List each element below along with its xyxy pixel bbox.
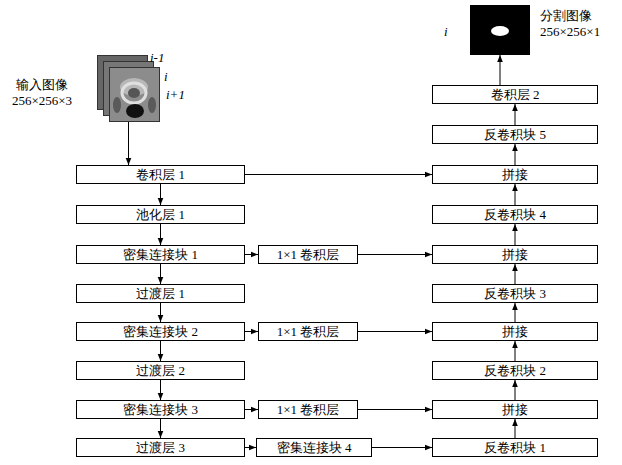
connector-arrow (160, 419, 161, 438)
box-label: 过渡层 3 (136, 440, 185, 456)
connector-arrow (160, 303, 161, 322)
layer-box: 密集连接块 4 (256, 438, 372, 457)
output-image: 分割图像 256×256×1 (470, 5, 530, 55)
connector-arrow (358, 409, 432, 410)
box-label: 过渡层 1 (136, 286, 185, 302)
connector-arrow (245, 331, 258, 332)
connector-arrow (515, 144, 516, 165)
layer-box: 反卷积块 4 (432, 205, 598, 224)
layer-box: 卷积层 2 (432, 85, 598, 104)
box-label: 1×1 卷积层 (277, 324, 340, 340)
layer-box: 拼接 (432, 165, 598, 184)
connector-arrow (160, 224, 161, 245)
connector-arrow (358, 254, 432, 255)
layer-box: 密集连接块 3 (76, 400, 245, 419)
connector-arrow (245, 447, 256, 448)
layer-box: 过渡层 1 (76, 284, 245, 303)
box-label: 拼接 (502, 247, 528, 263)
box-label: 密集连接块 1 (123, 247, 198, 263)
connector-arrow (128, 122, 129, 165)
box-label: 反卷积块 1 (484, 440, 546, 456)
layer-box: 1×1 卷积层 (258, 400, 358, 419)
box-label: 1×1 卷积层 (277, 402, 340, 418)
connector-arrow (515, 303, 516, 322)
slice-index: i (444, 24, 448, 40)
layer-box: 密集连接块 1 (76, 245, 245, 264)
connector-arrow (500, 55, 501, 85)
box-label: 反卷积块 4 (484, 207, 546, 223)
layer-box: 过渡层 2 (76, 361, 245, 380)
input-image-stack (97, 55, 160, 122)
connector-arrow (160, 184, 161, 205)
connector-arrow (515, 264, 516, 284)
box-label: 反卷积块 2 (484, 363, 546, 379)
connector-arrow (160, 264, 161, 284)
connector-arrow (245, 254, 258, 255)
box-label: 过渡层 2 (136, 363, 185, 379)
connector-arrow (358, 331, 432, 332)
connector-arrow (515, 224, 516, 245)
box-label: 反卷积块 3 (484, 286, 546, 302)
layer-box: 1×1 卷积层 (258, 245, 358, 264)
connector-arrow (160, 341, 161, 361)
input-image: 输入图像 256×256×3 (97, 55, 160, 122)
box-label: 反卷积块 5 (484, 127, 546, 143)
image-caption: 分割图像 256×256×1 (540, 8, 618, 41)
box-label: 密集连接块 4 (277, 440, 352, 456)
connector-arrow (372, 447, 432, 448)
box-label: 密集连接块 3 (123, 402, 198, 418)
box-label: 拼接 (502, 324, 528, 340)
connector-arrow (245, 174, 432, 175)
connector-arrow (245, 409, 258, 410)
layer-box: 反卷积块 2 (432, 361, 598, 380)
connector-arrow (515, 341, 516, 361)
slice-index: i-1 (150, 50, 164, 66)
box-label: 密集连接块 2 (123, 324, 198, 340)
box-label: 1×1 卷积层 (277, 247, 340, 263)
layer-box: 反卷积块 5 (432, 125, 598, 144)
layer-box: 拼接 (432, 245, 598, 264)
box-label: 拼接 (502, 167, 528, 183)
layer-box: 拼接 (432, 400, 598, 419)
connector-arrow (515, 419, 516, 438)
connector-arrow (160, 380, 161, 400)
box-label: 池化层 1 (136, 207, 185, 223)
box-label: 卷积层 2 (491, 87, 540, 103)
box-label: 卷积层 1 (136, 167, 185, 183)
connector-arrow (515, 184, 516, 205)
image-caption: 输入图像 256×256×3 (2, 77, 82, 110)
layer-box: 卷积层 1 (76, 165, 245, 184)
layer-box: 反卷积块 1 (432, 438, 598, 457)
connector-arrow (515, 380, 516, 400)
layer-box: 反卷积块 3 (432, 284, 598, 303)
layer-box: 拼接 (432, 322, 598, 341)
layer-box: 1×1 卷积层 (258, 322, 358, 341)
slice-index: i+1 (166, 87, 185, 103)
layer-box: 密集连接块 2 (76, 322, 245, 341)
segmentation-image (470, 5, 530, 55)
layer-box: 池化层 1 (76, 205, 245, 224)
layer-box: 过渡层 3 (76, 438, 245, 457)
slice-index: i (164, 69, 168, 85)
box-label: 拼接 (502, 402, 528, 418)
connector-arrow (515, 104, 516, 125)
